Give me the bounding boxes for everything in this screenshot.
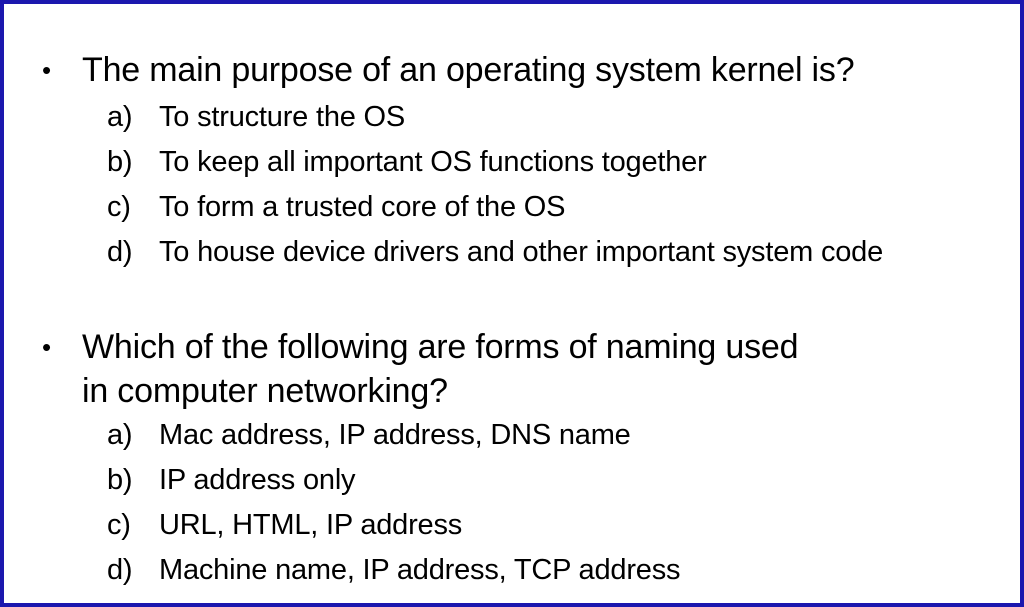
option-letter: d) [107, 236, 133, 268]
option-text: Mac address, IP address, DNS name [159, 419, 631, 451]
question-2-text: Which of the following are forms of nami… [82, 325, 1020, 413]
question-block-1: • The main purpose of an operating syste… [4, 48, 1020, 275]
question-1-line-1: The main purpose of an operating system … [82, 51, 855, 89]
option-item: d) Machine name, IP address, TCP address [107, 548, 1020, 593]
question-2-line-2: in computer networking? [82, 372, 448, 410]
option-item: a) To structure the OS [107, 95, 1020, 140]
option-letter: d) [107, 554, 133, 586]
slide-content: • The main purpose of an operating syste… [4, 4, 1020, 593]
option-letter: a) [107, 419, 133, 451]
option-text: IP address only [159, 464, 356, 496]
question-1-row: • The main purpose of an operating syste… [4, 48, 1020, 92]
option-letter: b) [107, 464, 133, 496]
question-1-text: The main purpose of an operating system … [82, 48, 1020, 92]
bullet-icon: • [42, 55, 52, 85]
option-item: b) To keep all important OS functions to… [107, 140, 1020, 185]
option-letter: b) [107, 146, 133, 178]
question-1-options: a) To structure the OS b) To keep all im… [107, 95, 1020, 275]
option-text: URL, HTML, IP address [159, 509, 463, 541]
option-letter: c) [107, 509, 131, 541]
option-item: d) To house device drivers and other imp… [107, 230, 1020, 275]
option-text: To form a trusted core of the OS [159, 191, 566, 223]
question-2-line-1: Which of the following are forms of nami… [82, 328, 799, 366]
question-2-row: • Which of the following are forms of na… [4, 325, 1020, 413]
option-item: c) To form a trusted core of the OS [107, 185, 1020, 230]
option-text: Machine name, IP address, TCP address [159, 554, 681, 586]
option-item: c) URL, HTML, IP address [107, 503, 1020, 548]
option-text: To house device drivers and other import… [159, 236, 884, 268]
bullet-icon: • [42, 332, 52, 362]
option-letter: a) [107, 101, 133, 133]
option-item: b) IP address only [107, 458, 1020, 503]
option-text: To keep all important OS functions toget… [159, 146, 707, 178]
option-item: a) Mac address, IP address, DNS name [107, 413, 1020, 458]
option-letter: c) [107, 191, 131, 223]
question-block-2: • Which of the following are forms of na… [4, 325, 1020, 593]
option-text: To structure the OS [159, 101, 406, 133]
question-2-options: a) Mac address, IP address, DNS name b) … [107, 413, 1020, 593]
